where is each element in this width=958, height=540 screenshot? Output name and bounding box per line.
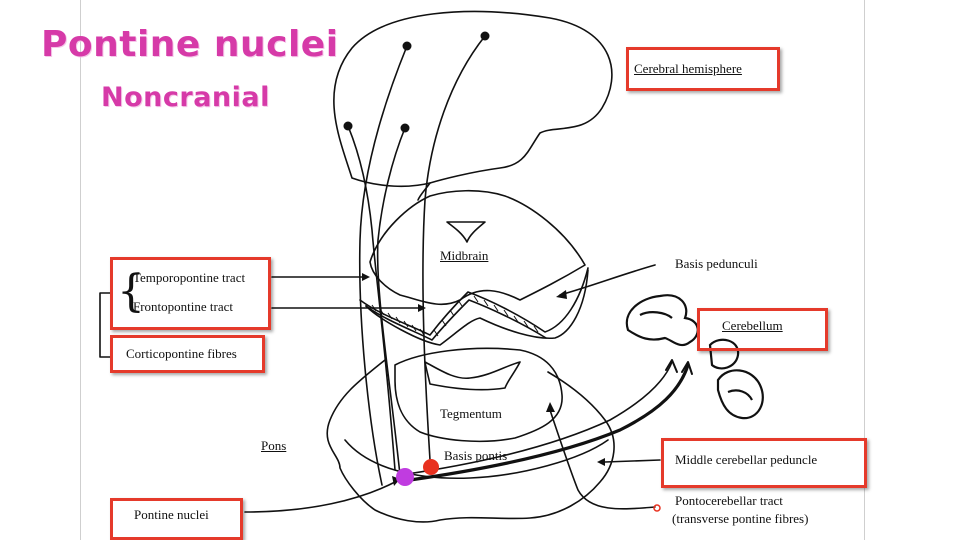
corticopontine-fibre-3	[347, 125, 396, 471]
pons-outline	[326, 359, 615, 523]
label-tegmentum: Tegmentum	[440, 406, 502, 421]
label-basis-pedunculi: Basis pedunculi	[675, 256, 758, 271]
highlight-box-tracts	[110, 257, 271, 330]
midbrain-lower	[365, 269, 589, 346]
pontine-nuclei-marker-purple	[396, 468, 414, 486]
pontocerebellar-pointer	[549, 409, 656, 510]
cerebral-hemisphere-outline	[333, 10, 613, 188]
label-temporopontine-tract: Temporopontine tract	[133, 270, 246, 285]
pontine-nuclei-pointer	[244, 481, 396, 513]
corticopontine-fibre-4	[376, 127, 406, 476]
corticopontine-bracket	[99, 292, 113, 358]
highlight-box-pontine-nuclei	[110, 498, 243, 540]
highlight-box-middle-cerebellar-peduncle	[661, 438, 867, 488]
label-basis-pontis: Basis pontis	[444, 448, 508, 463]
mcp-arrowhead-1	[681, 361, 693, 375]
midbrain-outline	[369, 189, 586, 306]
label-pontocerebellar-tract: Pontocerebellar tract	[675, 493, 783, 508]
transverse-fibre-thin	[399, 361, 673, 476]
slide-subtitle: Noncranial	[101, 82, 270, 113]
basis-pedunculi-pointer	[559, 264, 656, 296]
frontopontine-arrow	[418, 304, 426, 312]
label-frontopontine-tract: Frontopontine tract	[133, 299, 234, 314]
label-pontine-nuclei: Pontine nuclei	[134, 507, 209, 522]
hemisphere-inner-curve	[417, 182, 431, 201]
diagram-frame	[80, 0, 865, 540]
fourth-ventricle	[424, 361, 521, 391]
highlight-box-cerebral-hemisphere	[626, 47, 780, 91]
cortical-neuron-4	[400, 123, 410, 133]
cortical-neuron-2	[480, 31, 490, 41]
aqueduct-shape	[446, 221, 486, 243]
basis-pedunculi-band-inner	[365, 299, 547, 341]
basis-pedunculi-arrow	[556, 290, 567, 299]
label-pons: Pons	[261, 438, 287, 453]
temporopontine-arrow	[362, 273, 370, 281]
label-middle-cerebellar-peduncle: Middle cerebellar peduncle	[675, 452, 818, 467]
tract-brace: {	[117, 266, 145, 317]
pons-basis-arc	[344, 439, 609, 480]
label-transverse-pontine-fibres: (transverse pontine fibres)	[672, 511, 809, 526]
pontocerebellar-marker	[653, 504, 661, 512]
cortical-neuron-1	[402, 41, 412, 51]
label-cerebral-hemisphere: Cerebral hemisphere	[634, 61, 742, 76]
cortical-neuron-3	[343, 121, 353, 131]
highlight-box-corticopontine	[110, 335, 265, 373]
label-cerebellum: Cerebellum	[722, 318, 783, 333]
basis-pedunculi-hatching	[371, 295, 539, 337]
pontocerebellar-arrow	[546, 402, 555, 412]
slide-title: Pontine nuclei	[41, 24, 339, 65]
label-corticopontine-fibres: Corticopontine fibres	[126, 346, 237, 361]
mcp-pointer	[604, 459, 661, 463]
mcp-arrowhead-2	[665, 359, 678, 373]
highlight-box-cerebellum	[697, 308, 828, 351]
transverse-fibre-thick	[408, 363, 690, 482]
corticopontine-fibre-2	[422, 35, 486, 461]
basis-pedunculi-band-outer	[359, 267, 589, 336]
pontine-nuclei-marker-red	[423, 459, 439, 475]
label-midbrain: Midbrain	[440, 248, 489, 263]
corticopontine-fibre-1	[358, 45, 408, 486]
tegmentum-outline	[394, 347, 563, 443]
mcp-arrow	[597, 458, 605, 466]
